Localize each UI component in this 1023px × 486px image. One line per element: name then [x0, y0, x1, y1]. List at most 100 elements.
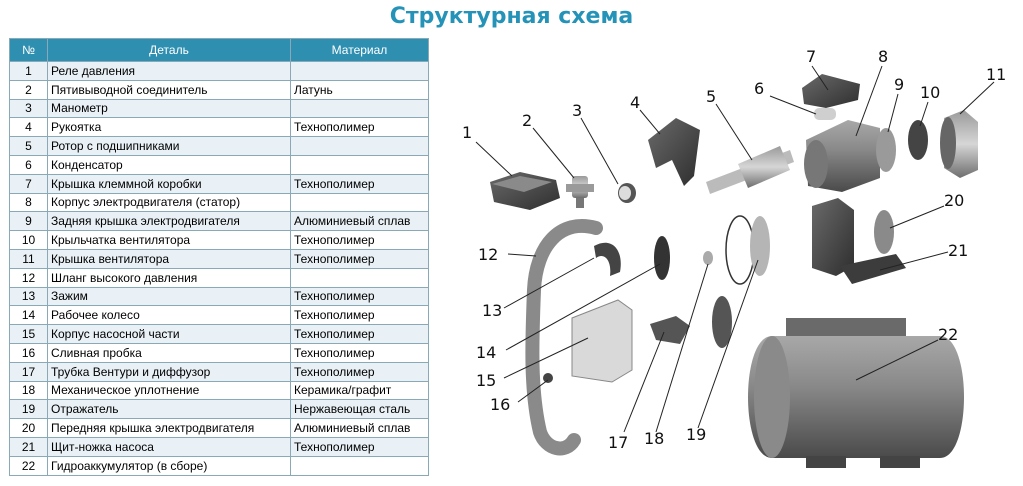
row-part-name: Рукоятка	[47, 117, 291, 138]
callout-1: 1	[462, 123, 472, 142]
row-part-name: Отражатель	[47, 399, 291, 420]
row-number: 19	[9, 399, 48, 420]
row-part-name: Задняя крышка электродвигателя	[47, 211, 291, 232]
header-part: Деталь	[47, 38, 291, 62]
manometer-part	[618, 183, 636, 203]
handle-part	[648, 118, 700, 186]
pump-housing-part	[571, 299, 633, 383]
callout-18: 18	[644, 429, 664, 448]
row-number: 6	[9, 154, 48, 175]
callout-6: 6	[754, 79, 764, 98]
row-material: Алюминиевый сплав	[290, 418, 429, 438]
fan-impeller-part	[908, 120, 928, 160]
callout-19: 19	[686, 425, 706, 444]
callout-22: 22	[938, 325, 958, 344]
row-number: 3	[9, 98, 48, 119]
row-part-name: Ротор с подшипниками	[47, 136, 291, 156]
row-part-name: Конденсатор	[47, 154, 291, 175]
callout-12: 12	[478, 245, 498, 264]
row-number: 13	[9, 286, 48, 307]
header-number: №	[9, 38, 48, 62]
row-number: 7	[9, 173, 48, 194]
leader-lines	[475, 65, 995, 433]
row-part-name: Манометр	[47, 98, 291, 119]
row-material: Технополимер	[290, 436, 429, 457]
row-material: Алюминиевый сплав	[290, 211, 429, 232]
row-material: Технополимер	[290, 361, 429, 382]
row-number: 12	[9, 267, 48, 288]
row-number: 20	[9, 418, 48, 438]
row-part-name: Корпус насосной части	[47, 324, 291, 344]
pressure-tank-part	[748, 318, 964, 468]
row-material: Технополимер	[290, 117, 429, 138]
row-part-name: Зажим	[47, 286, 291, 307]
row-number: 9	[9, 211, 48, 232]
row-part-name: Сливная пробка	[47, 342, 291, 363]
row-material	[290, 154, 429, 175]
row-number: 16	[9, 342, 48, 363]
row-part-name: Крыльчатка вентилятора	[47, 230, 291, 250]
callout-4: 4	[630, 93, 640, 112]
callout-8: 8	[878, 47, 888, 66]
row-part-name: Гидроаккумулятор (в сборе)	[47, 455, 291, 476]
callout-20: 20	[944, 191, 964, 210]
row-material: Технополимер	[290, 286, 429, 307]
callout-7: 7	[806, 47, 816, 66]
deflector-part	[750, 216, 770, 276]
row-part-name: Крышка клеммной коробки	[47, 173, 291, 194]
impeller-part	[654, 236, 670, 280]
capacitor-part	[814, 108, 836, 120]
callout-5: 5	[706, 87, 716, 106]
page-title: Структурная схема	[389, 4, 634, 29]
callout-9: 9	[894, 75, 904, 94]
terminal-cover-part	[802, 74, 860, 108]
callout-13: 13	[482, 301, 502, 320]
row-material: Технополимер	[290, 173, 429, 194]
stator-part	[804, 120, 880, 192]
row-number: 22	[9, 455, 48, 476]
row-material: Нержавеющая сталь	[290, 399, 429, 420]
row-part-name: Реле давления	[47, 61, 291, 81]
row-number: 21	[9, 436, 48, 457]
row-number: 14	[9, 305, 48, 326]
callout-15: 15	[476, 371, 496, 390]
row-part-name: Рабочее колесо	[47, 305, 291, 326]
row-number: 10	[9, 230, 48, 250]
row-material: Латунь	[290, 79, 429, 100]
clamp-part	[594, 242, 621, 276]
row-number: 1	[9, 61, 48, 81]
callout-16: 16	[490, 395, 510, 414]
row-material	[290, 455, 429, 476]
rotor-part	[706, 146, 794, 194]
row-part-name: Механическое уплотнение	[47, 380, 291, 401]
row-material	[290, 98, 429, 119]
row-material: Технополимер	[290, 324, 429, 344]
exploded-pump-diagram: 1 2 3 4 5 6 7 8 9 10 11 12 13 14 15 16 1…	[462, 47, 1006, 468]
o-ring-part	[725, 215, 755, 285]
row-part-name: Корпус электродвигателя (статор)	[47, 192, 291, 213]
row-number: 17	[9, 361, 48, 382]
row-material: Технополимер	[290, 230, 429, 250]
pump-foot-part	[840, 254, 906, 284]
mechanical-seal-part	[703, 251, 713, 265]
row-part-name: Пятивыводной соединитель	[47, 79, 291, 100]
row-number: 15	[9, 324, 48, 344]
callout-14: 14	[476, 343, 496, 362]
fan-cover-part	[940, 110, 978, 178]
row-number: 2	[9, 79, 48, 100]
